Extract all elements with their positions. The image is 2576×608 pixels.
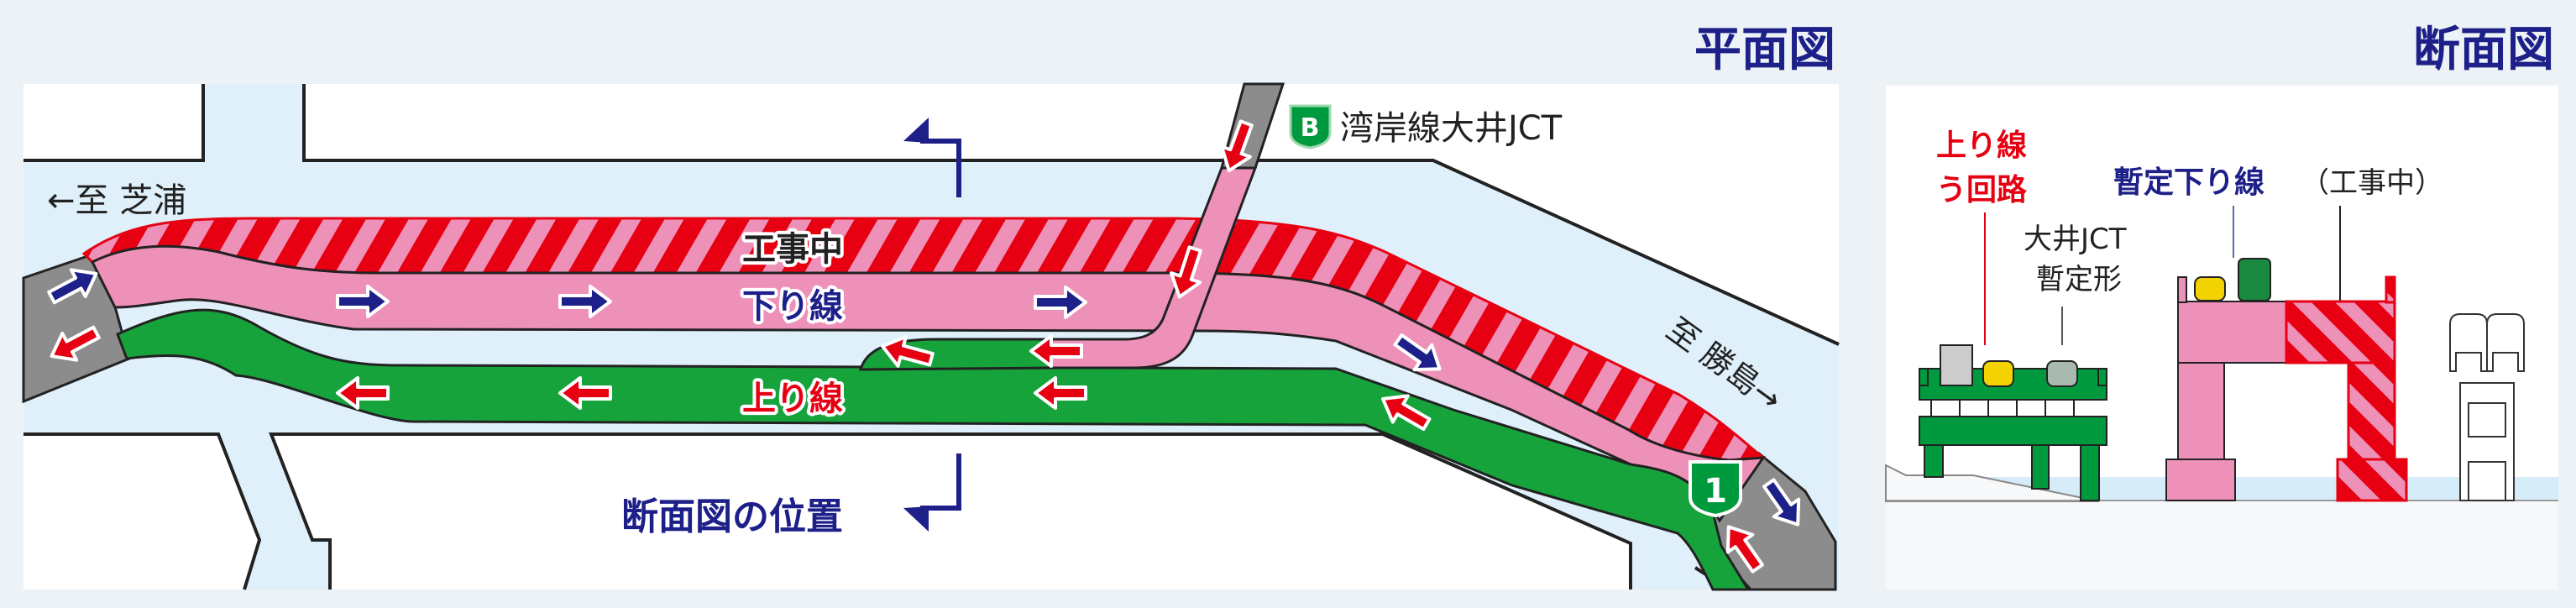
pier-under-construction — [2285, 275, 2408, 502]
detour-label-line2: う回路 — [1936, 173, 2028, 207]
outbound-lane — [90, 244, 1767, 523]
car-icon — [2046, 360, 2078, 387]
existing-structure — [2449, 313, 2525, 501]
route-1-shield-icon — [1689, 460, 1742, 518]
section-view: 上り線 う回路 大井JCT 暫定形 暫定下り線 （工事中） 断面図 — [1885, 23, 2558, 590]
truck-icon — [1940, 344, 1973, 386]
construction-label: 工事中 — [742, 230, 843, 269]
route-b-shield-icon — [1289, 104, 1332, 149]
jct-ramp — [1048, 166, 1258, 370]
under-construction-label: （工事中） — [2301, 166, 2443, 200]
detour-label-line1: 上り線 — [1936, 128, 2027, 163]
section-position-marker — [903, 118, 961, 532]
jct-label-line2: 暫定形 — [2036, 263, 2122, 296]
bayshore-jct-sign: B 湾岸線大井JCT — [1289, 104, 1563, 149]
car-icon — [2194, 276, 2226, 301]
section-title: 断面図 — [2413, 23, 2554, 77]
truck-icon — [2238, 258, 2271, 301]
ground-band — [1886, 501, 2558, 590]
to-shibaura-label: ←至 芝浦 — [47, 181, 186, 220]
route-1-number: 1 — [1704, 472, 1727, 511]
outbound-label: 下り線 — [742, 287, 843, 326]
route-b-letter: B — [1301, 113, 1320, 143]
inbound-label: 上り線 — [742, 380, 843, 418]
car-icon — [1982, 360, 2014, 387]
bayshore-jct-label: 湾岸線大井JCT — [1340, 109, 1563, 148]
section-position-label: 断面図の位置 — [621, 495, 843, 538]
plan-view: ←至 芝浦 工事中 下り線 上り線 断面図の位置 至 勝島→ B 湾岸線大井JC… — [22, 23, 1840, 591]
route-1-sign: 1 — [1689, 460, 1742, 518]
temp-outbound-label: 暫定下り線 — [2113, 165, 2264, 200]
detour-viaduct — [1919, 344, 2107, 501]
jct-label-line1: 大井JCT — [2024, 223, 2127, 256]
plan-title: 平面図 — [1694, 23, 1835, 77]
